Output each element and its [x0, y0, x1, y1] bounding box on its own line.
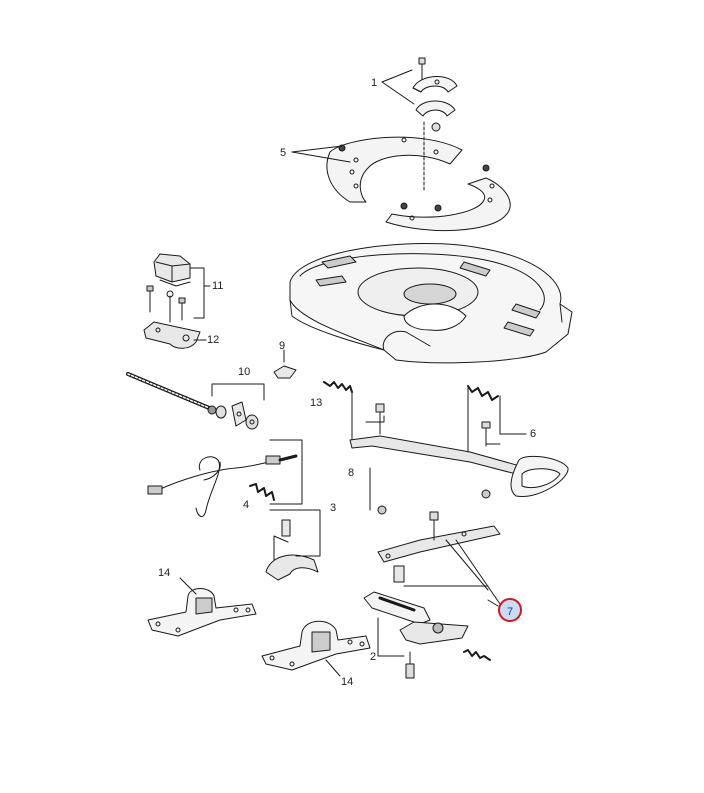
leader-line-7	[487, 599, 499, 607]
callout-2: 2	[370, 651, 377, 663]
callout-14-right: 14	[341, 676, 354, 688]
callout-5: 5	[280, 147, 287, 159]
callout-8: 8	[348, 467, 355, 479]
callout-12: 12	[207, 334, 220, 346]
callout-1: 1	[371, 77, 378, 89]
part-2-lock-jaw	[363, 565, 491, 679]
callout-3: 3	[330, 502, 337, 514]
part-1-ring-and-bolt	[381, 57, 458, 132]
part-11-12-lock-block	[143, 253, 211, 349]
callout-6: 6	[530, 428, 537, 440]
part-6-spring-bolt	[467, 385, 527, 499]
part-14-brackets	[147, 577, 371, 677]
callout-11: 11	[212, 280, 224, 292]
part-3-4-hook-assembly	[249, 483, 321, 581]
release-cable	[147, 439, 303, 517]
part-13-spring	[323, 381, 353, 443]
part-10-threaded-rod	[126, 372, 265, 430]
callout-13: 13	[310, 397, 323, 409]
fifth-wheel-top-plate	[289, 242, 573, 364]
callout-14-left: 14	[158, 567, 171, 579]
part-8-release-arm	[349, 403, 569, 515]
part-9-bolt	[273, 349, 297, 379]
callout-10: 10	[238, 366, 251, 378]
callout-9: 9	[279, 340, 286, 352]
part-7-lock-lever	[377, 511, 501, 605]
callout-7-highlighted[interactable]: 7	[498, 598, 522, 622]
callout-4: 4	[243, 499, 250, 511]
part-5-ring-plates	[291, 121, 511, 232]
